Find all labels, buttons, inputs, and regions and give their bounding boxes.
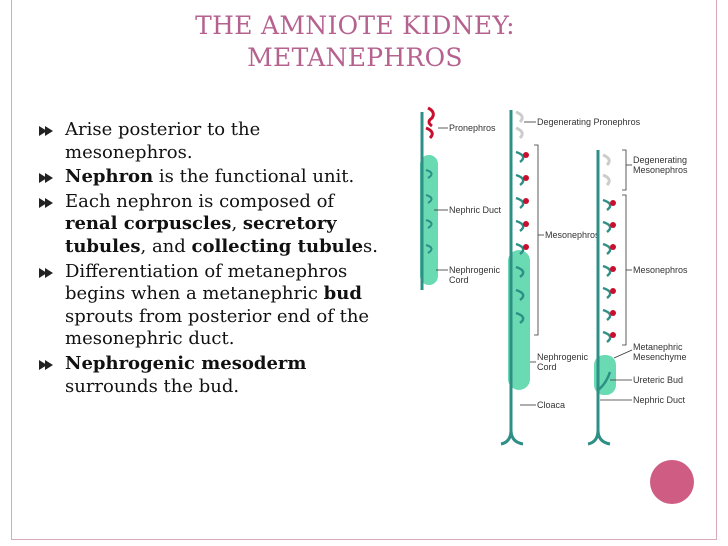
tubule-rudiment bbox=[425, 169, 433, 179]
bullet-4-text-b: sprouts from posterior end of the mesone… bbox=[65, 305, 370, 350]
cloaca-shape bbox=[500, 429, 524, 446]
glomerulus bbox=[523, 152, 529, 158]
tubule-rudiment bbox=[425, 244, 433, 254]
label-mesonephros-3: Mesonephros bbox=[633, 265, 688, 275]
degenerating-tubule bbox=[602, 173, 611, 187]
mesonephric-tubule bbox=[515, 196, 525, 209]
slide-frame bbox=[11, 0, 717, 540]
degenerating-tubule bbox=[515, 110, 524, 124]
mesonephric-tubule bbox=[515, 265, 525, 278]
bracket bbox=[622, 149, 627, 191]
degenerating-tubule bbox=[515, 126, 524, 140]
nephrogenic-cord-2 bbox=[508, 250, 530, 390]
mesonephric-tubule bbox=[515, 242, 525, 255]
glomerulus bbox=[610, 244, 616, 250]
degenerating-tubule bbox=[602, 153, 611, 167]
bullet-5-text: surrounds the bud. bbox=[65, 375, 240, 397]
bullet-item-1: Arise posterior to the mesonephros. bbox=[38, 119, 388, 164]
label-nephrogenic-cord-1a: Nephrogenic bbox=[449, 265, 501, 275]
nephrogenic-cord-1 bbox=[420, 155, 438, 285]
glomerulus bbox=[523, 175, 529, 181]
stage-3-metanephros: Degenerating Mesonephros Mesonephros Met… bbox=[587, 149, 688, 446]
label-nephrogenic-cord-1b: Cord bbox=[449, 275, 469, 285]
bullet-3-bold-a: renal corpuscles bbox=[65, 213, 232, 235]
label-nephrogenic-cord-2a: Nephrogenic bbox=[537, 352, 589, 362]
decorative-pink-circle bbox=[650, 460, 694, 504]
mesonephric-tubule bbox=[602, 330, 612, 343]
cloaca-shape bbox=[587, 429, 611, 446]
title-line-2: METANEPHROS bbox=[247, 43, 463, 72]
label-degenerating-mesonephros-a: Degenerating bbox=[633, 155, 687, 165]
label-pronephros: Pronephros bbox=[449, 123, 496, 133]
stage-2-mesonephros: Degenerating Pronephros Mesonephros Neph… bbox=[500, 110, 641, 446]
bullet-arrow-icon bbox=[39, 359, 53, 370]
mesonephric-tubule bbox=[515, 173, 525, 186]
bullet-arrow-icon bbox=[39, 197, 53, 208]
bullet-2-bold: Nephron bbox=[65, 166, 154, 188]
label-mesonephros-2: Mesonephros bbox=[545, 230, 600, 240]
glomerulus bbox=[523, 221, 529, 227]
bullet-item-3: Each nephron is composed of renal corpus… bbox=[38, 191, 388, 259]
bullet-3-text-a: Each nephron is composed of bbox=[65, 190, 335, 212]
label-nephrogenic-cord-2b: Cord bbox=[537, 362, 557, 372]
mesonephric-tubule bbox=[515, 288, 525, 301]
mesonephric-tubule bbox=[602, 264, 612, 277]
bracket bbox=[534, 144, 539, 336]
label-metanephric-mesenchyme-b: Mesenchyme bbox=[633, 352, 687, 362]
bullet-1-text: Arise posterior to the mesonephros. bbox=[65, 119, 261, 163]
glomerulus bbox=[610, 310, 616, 316]
label-degenerating-pronephros: Degenerating Pronephros bbox=[537, 117, 641, 127]
bullet-item-5: Nephrogenic mesoderm surrounds the bud. bbox=[38, 353, 388, 398]
label-ureteric-bud: Ureteric Bud bbox=[633, 375, 683, 385]
tubule-rudiment bbox=[425, 219, 433, 229]
bullet-arrow-icon bbox=[39, 267, 53, 278]
mesonephric-tubule bbox=[515, 150, 525, 163]
bullet-3-text-b: , bbox=[231, 213, 243, 235]
glomerulus bbox=[610, 288, 616, 294]
tubule-rudiment bbox=[425, 194, 433, 204]
pronephros-tubule bbox=[427, 106, 435, 128]
bullet-2-text: is the functional unit. bbox=[153, 166, 355, 188]
kidney-development-diagram: Pronephros Nephric Duct Nephrogenic Cord bbox=[420, 106, 688, 446]
label-metanephric-mesenchyme-a: Metanephric bbox=[633, 342, 683, 352]
mesonephric-tubule bbox=[602, 308, 612, 321]
mesonephric-tubule bbox=[602, 220, 612, 233]
mesonephric-tubule bbox=[602, 242, 612, 255]
bullet-list: Arise posterior to the mesonephros. Neph… bbox=[38, 119, 388, 400]
glomerulus bbox=[610, 266, 616, 272]
pronephros-tubule bbox=[425, 126, 434, 140]
bullet-item-4: Differentiation of metanephros begins wh… bbox=[38, 261, 388, 351]
bracket bbox=[622, 194, 627, 346]
stage-1-pronephros: Pronephros Nephric Duct Nephrogenic Cord bbox=[420, 106, 502, 290]
title-line-1: THE AMNIOTE KIDNEY: bbox=[195, 11, 515, 40]
bullet-4-text-a: Differentiation of metanephros begins wh… bbox=[65, 260, 348, 305]
bullet-arrow-icon bbox=[39, 126, 53, 136]
ureteric-bud-shape bbox=[597, 371, 612, 391]
mesonephric-tubule bbox=[602, 198, 612, 211]
bullet-item-2: Nephron is the functional unit. bbox=[38, 166, 388, 189]
slide-title: THE AMNIOTE KIDNEY: METANEPHROS bbox=[60, 10, 650, 74]
bullet-arrow-icon bbox=[39, 173, 53, 184]
bullet-3-bold-c: collecting tubule bbox=[191, 235, 364, 257]
label-degenerating-mesonephros-b: Mesonephros bbox=[633, 165, 688, 175]
glomerulus bbox=[523, 198, 529, 204]
glomerulus bbox=[523, 244, 529, 250]
label-nephric-duct-3: Nephric Duct bbox=[633, 395, 686, 405]
bullet-4-bold: bud bbox=[323, 283, 362, 305]
leader-line bbox=[613, 349, 633, 359]
glomerulus bbox=[610, 332, 616, 338]
bullet-3-bold-b: secretory tubules bbox=[65, 213, 337, 257]
glomerulus bbox=[610, 200, 616, 206]
mesonephric-tubule bbox=[515, 219, 525, 232]
mesonephric-tubule bbox=[602, 286, 612, 299]
bullet-5-bold: Nephrogenic mesoderm bbox=[65, 352, 307, 374]
glomerulus bbox=[610, 222, 616, 228]
bullet-3-text-c: , and bbox=[140, 235, 192, 257]
bullet-3-text-d: s. bbox=[363, 235, 378, 257]
label-nephric-duct-1: Nephric Duct bbox=[449, 205, 502, 215]
label-cloaca: Cloaca bbox=[537, 400, 565, 410]
mesonephric-tubule bbox=[515, 311, 525, 324]
